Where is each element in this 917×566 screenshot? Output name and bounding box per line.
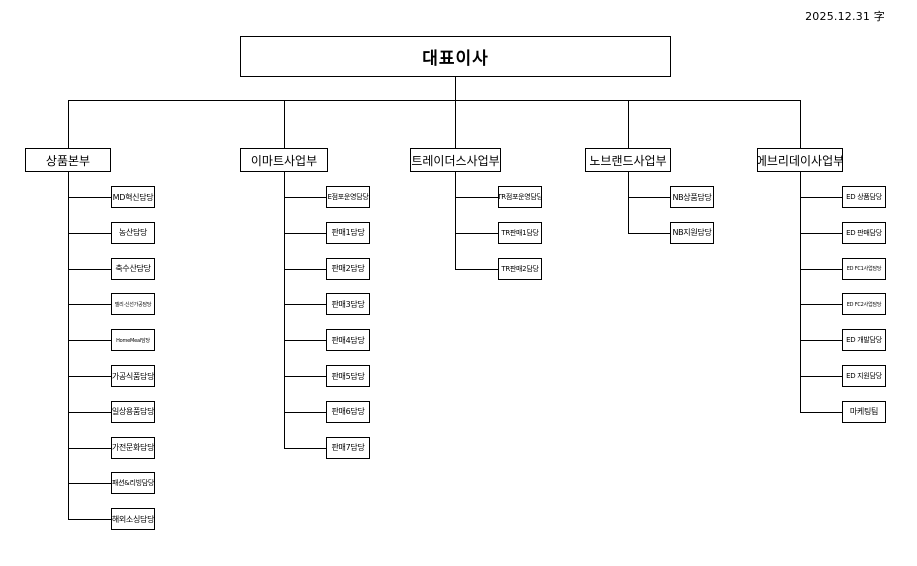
division-box: 노브랜드사업부 <box>585 148 671 172</box>
team-connector <box>68 340 111 342</box>
team-connector <box>800 411 842 413</box>
team-connector <box>68 304 111 306</box>
team-connector <box>628 232 670 234</box>
team-box: ED 개발담당 <box>842 329 886 352</box>
team-spine <box>68 172 69 520</box>
division-box: 트레이더스사업부 <box>410 148 501 172</box>
division-box: 이마트사업부 <box>240 148 328 172</box>
team-spine <box>800 172 801 412</box>
team-connector <box>455 197 498 198</box>
team-connector <box>68 447 111 449</box>
team-box: 가공식품담당 <box>111 365 155 387</box>
division-drop <box>455 100 456 148</box>
division-box: 상품본부 <box>25 148 111 172</box>
team-box: ED 판매담당 <box>842 221 886 244</box>
team-box: E점포운영담당 <box>326 186 370 208</box>
team-box: 판매6담당 <box>326 400 370 423</box>
team-box: TR점포운영담당 <box>498 186 542 208</box>
team-box: 판매3담당 <box>326 293 370 316</box>
team-spine <box>628 172 629 233</box>
team-box: ED FC1사업담당 <box>842 257 886 280</box>
team-box: ED FC2사업담당 <box>842 293 886 316</box>
team-box: 델리·신선가공담당 <box>111 293 155 316</box>
team-connector <box>68 197 111 198</box>
division-drop <box>800 100 801 148</box>
team-box: 판매1담당 <box>326 221 370 244</box>
team-box: NB지원담당 <box>670 221 714 244</box>
team-box: 판매2담당 <box>326 257 370 280</box>
team-connector <box>284 232 326 234</box>
team-connector <box>284 268 326 270</box>
team-box: 축수산담당 <box>111 257 155 280</box>
team-connector <box>284 197 326 198</box>
team-connector <box>800 197 842 198</box>
team-box: 가전문화담당 <box>111 436 155 459</box>
team-connector <box>68 411 111 413</box>
team-box: TR판매2담당 <box>498 257 542 280</box>
team-connector <box>628 197 670 198</box>
team-connector <box>455 232 498 234</box>
team-connector <box>68 483 111 485</box>
team-connector <box>800 340 842 342</box>
division-bus <box>68 100 800 101</box>
team-connector <box>455 268 498 270</box>
team-box: ED 상품담당 <box>842 186 886 208</box>
team-connector <box>68 268 111 270</box>
team-spine <box>455 172 456 269</box>
team-spine <box>284 172 285 448</box>
team-box: NB상품담당 <box>670 186 714 208</box>
division-box: 에브리데이사업부 <box>757 148 843 172</box>
team-connector <box>800 304 842 306</box>
team-box: TR판매1담당 <box>498 221 542 244</box>
ceo-stem <box>455 77 456 100</box>
team-connector <box>800 232 842 234</box>
team-box: 판매7담당 <box>326 436 370 459</box>
team-connector <box>284 447 326 449</box>
team-connector <box>284 304 326 306</box>
ceo-box: 대표이사 <box>240 36 671 77</box>
team-box: HomeMeal담당 <box>111 329 155 352</box>
team-connector <box>68 519 111 521</box>
division-drop <box>628 100 629 148</box>
team-box: 해외소싱담당 <box>111 508 155 531</box>
team-box: 판매5담당 <box>326 365 370 387</box>
team-box: 마케팅팀 <box>842 400 886 423</box>
team-box: MD혁신담당 <box>111 186 155 208</box>
team-connector <box>284 376 326 377</box>
team-connector <box>800 268 842 270</box>
division-drop <box>284 100 285 148</box>
team-box: 농산담당 <box>111 221 155 244</box>
team-connector <box>68 376 111 377</box>
team-box: 패션&리빙담당 <box>111 472 155 495</box>
division-drop <box>68 100 69 148</box>
team-connector <box>284 340 326 342</box>
team-connector <box>68 232 111 234</box>
team-box: ED 지원담당 <box>842 365 886 387</box>
team-box: 일상용품담당 <box>111 400 155 423</box>
team-connector <box>284 411 326 413</box>
date-label: 2025.12.31 字 <box>805 10 885 23</box>
team-box: 판매4담당 <box>326 329 370 352</box>
team-connector <box>800 376 842 377</box>
